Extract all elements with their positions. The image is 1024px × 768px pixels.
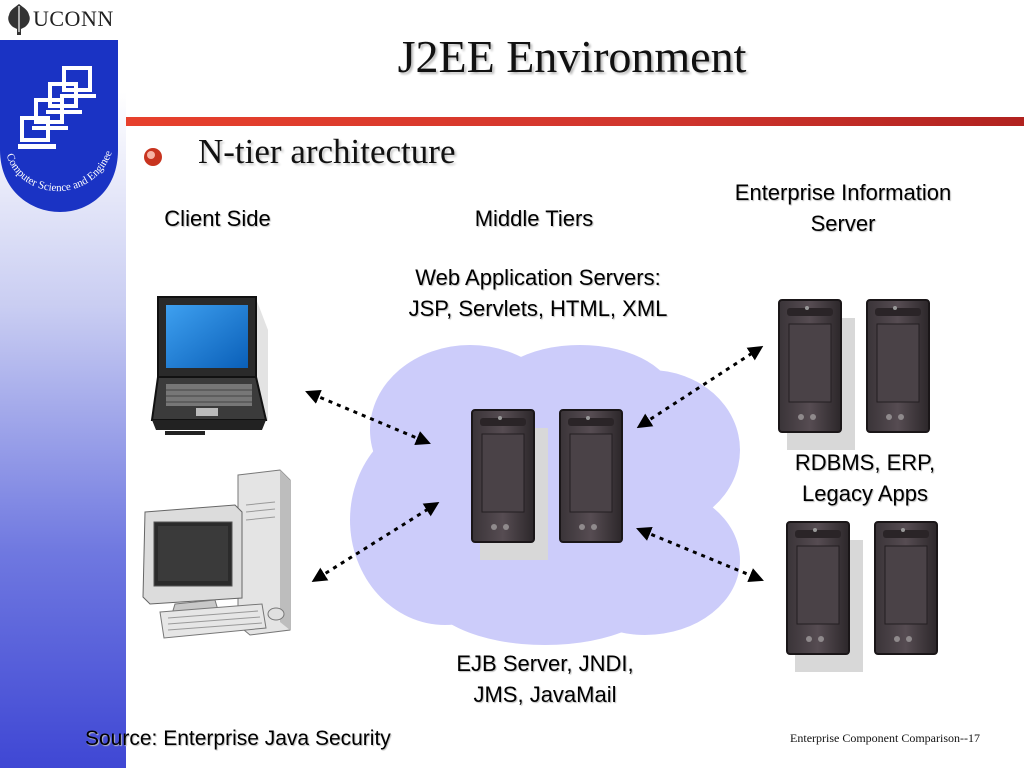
slide-title: J2EE Environment: [397, 31, 747, 82]
ejb-server-label: EJB Server, JNDI, JMS, JavaMail: [400, 648, 690, 710]
ejb-line-1: EJB Server, JNDI,: [456, 651, 634, 676]
rdbms-line-2: Legacy Apps: [802, 481, 928, 506]
ejb-line-2: JMS, JavaMail: [473, 682, 617, 707]
eis-label-line-2: Server: [810, 211, 876, 236]
computer-science-logo: Computer Science and Engineering: [0, 40, 118, 212]
middle-tier-servers-icon: [471, 409, 623, 561]
middle-tiers-label: Middle Tiers: [474, 206, 594, 231]
eis-bottom-link-arrow: [636, 526, 764, 583]
rdbms-label: RDBMS, ERP, Legacy Apps: [755, 447, 975, 509]
laptop-icon: [150, 296, 268, 435]
source-citation: Source: Enterprise Java Security: [85, 727, 391, 750]
eis-label-line-1: Enterprise Information: [734, 180, 952, 205]
title-divider: [126, 117, 1024, 126]
client-side-label: Client Side: [164, 206, 271, 231]
uconn-logo-text: UCONN: [33, 6, 114, 31]
rdbms-line-1: RDBMS, ERP,: [794, 450, 936, 475]
slide-footer: Enterprise Component Comparison--17: [790, 731, 980, 745]
web-servers-label: Web Application Servers: JSP, Servlets, …: [368, 262, 708, 324]
bullet-n-tier: N-tier architecture: [198, 132, 456, 171]
eis-label: Enterprise Information Server: [700, 177, 986, 239]
eis-servers-top-icon: [778, 299, 930, 451]
bullet-circle-icon: [144, 148, 162, 166]
web-servers-line-2: JSP, Servlets, HTML, XML: [408, 296, 668, 321]
web-servers-line-1: Web Application Servers:: [415, 265, 661, 290]
laptop-link-arrow: [305, 389, 431, 446]
eis-servers-bottom-icon: [786, 521, 938, 673]
desktop-computer-icon: [142, 469, 291, 639]
oak-leaf-icon: [8, 4, 30, 35]
